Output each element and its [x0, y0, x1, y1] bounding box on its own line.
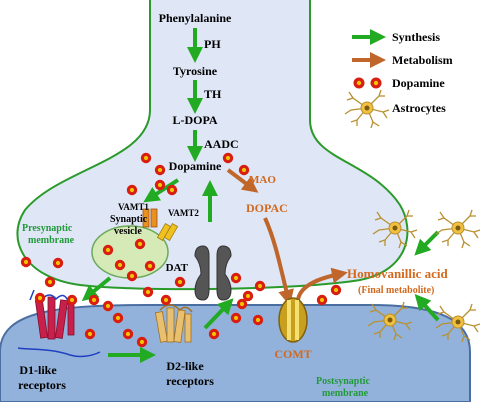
legend-dopamine-label: Dopamine	[392, 76, 445, 90]
comt-enzyme	[278, 297, 308, 343]
label-postsynaptic: Postsynaptic	[316, 376, 370, 387]
dopamine-molecule-core	[105, 303, 111, 309]
dopamine-molecule-core	[87, 331, 93, 337]
label-vesicle: vesicle	[114, 226, 142, 237]
legend-synthesis-label: Synthesis	[392, 30, 440, 44]
vamt1-transporter	[142, 208, 158, 228]
dopamine-molecule-core	[233, 275, 239, 281]
label-tyrosine: Tyrosine	[173, 64, 218, 78]
dopamine-molecule-core	[147, 263, 153, 269]
label-synaptic: Synaptic	[110, 214, 148, 225]
label-comt: COMT	[274, 347, 311, 361]
label-dopac: DOPAC	[246, 201, 288, 215]
dopamine-molecule-core	[129, 187, 135, 193]
legend-astrocytes-label: Astrocytes	[392, 101, 446, 115]
vamt2-transporter	[156, 223, 179, 241]
legend-dopamine-icon	[353, 77, 382, 89]
label-postsynaptic-membrane: membrane	[322, 388, 369, 399]
dopamine-molecule-core	[257, 283, 263, 289]
dopamine-molecule-core	[55, 260, 61, 266]
postsynaptic-neuron	[0, 304, 471, 402]
comt-to-hva-arrow	[296, 267, 348, 301]
dopamine-molecule-core	[211, 331, 217, 337]
dopamine-molecule-core	[125, 331, 131, 337]
label-aadc: AADC	[204, 137, 239, 151]
astrocyte-arrow-top	[414, 230, 440, 256]
dopamine-molecule-core	[333, 287, 339, 293]
dopamine-molecule-core	[163, 297, 169, 303]
label-presynaptic: Presynaptic	[22, 223, 73, 234]
label-vamt1: VAMT1	[118, 202, 149, 212]
label-d2-receptors: receptors	[166, 374, 214, 388]
label-dat: DAT	[166, 262, 189, 274]
label-mao: MAO	[249, 174, 276, 186]
label-vamt2: VAMT2	[168, 208, 199, 218]
dopamine-molecule-core	[47, 279, 53, 285]
dopamine-molecule-core	[91, 297, 97, 303]
label-dopamine: Dopamine	[169, 159, 222, 173]
dopamine-molecule-core	[245, 293, 251, 299]
dopamine-molecules	[20, 152, 342, 348]
label-final-metabolite: (Final metabolite)	[358, 285, 434, 296]
dopamine-molecule-core	[105, 247, 111, 253]
label-phenylalanine: Phenylalanine	[159, 11, 232, 25]
label-d1-receptors: receptors	[18, 378, 66, 392]
dopamine-molecule-core	[177, 279, 183, 285]
dopamine-molecule-core	[157, 182, 163, 188]
label-ph: PH	[204, 37, 221, 51]
legend: Synthesis Metabolism Dopamine Astrocytes	[344, 29, 453, 129]
dopamine-molecule-core	[37, 295, 43, 301]
dopamine-molecule-core	[239, 301, 245, 307]
dat-transporter	[194, 245, 232, 301]
label-homovanillic-acid: Homovanillic acid	[347, 266, 449, 281]
dopamine-molecule-core	[139, 339, 145, 345]
release-arrow	[81, 276, 112, 302]
legend-astrocyte-icon	[344, 89, 390, 129]
dopamine-molecule-core	[23, 259, 29, 265]
dopamine-molecule-core	[169, 187, 175, 193]
label-d1-like: D1-like	[19, 363, 57, 377]
label-th: TH	[204, 87, 222, 101]
dopamine-molecule-core	[69, 297, 75, 303]
label-presynaptic-membrane: membrane	[28, 235, 75, 246]
dopamine-molecule-core	[117, 262, 123, 268]
dopamine-molecule-core	[145, 289, 151, 295]
d2-receptor	[154, 304, 193, 343]
dopamine-molecule-core	[115, 315, 121, 321]
dopamine-molecule-core	[143, 155, 149, 161]
dopamine-molecule-core	[137, 241, 143, 247]
dopamine-molecule-core	[255, 317, 261, 323]
dopamine-molecule-core	[241, 167, 247, 173]
label-l-dopa: L-DOPA	[172, 113, 217, 127]
dopamine-molecule-core	[129, 273, 135, 279]
d1-receptor	[17, 289, 101, 358]
cleft-arrow	[203, 298, 234, 330]
synthesis-arrow-vamt	[143, 178, 180, 203]
astrocyte-arrow-bottom	[414, 294, 440, 322]
mao-arrow	[226, 168, 259, 193]
dopamine-molecule-core	[233, 315, 239, 321]
dopamine-molecule-core	[225, 155, 231, 161]
dopamine-molecule-core	[157, 167, 163, 173]
astrocyte-top-right	[435, 209, 481, 249]
dopac-to-comt-arrow	[263, 217, 294, 306]
label-d2-like: D2-like	[166, 359, 204, 373]
dopamine-molecule-core	[319, 297, 325, 303]
legend-metabolism-label: Metabolism	[392, 53, 453, 67]
